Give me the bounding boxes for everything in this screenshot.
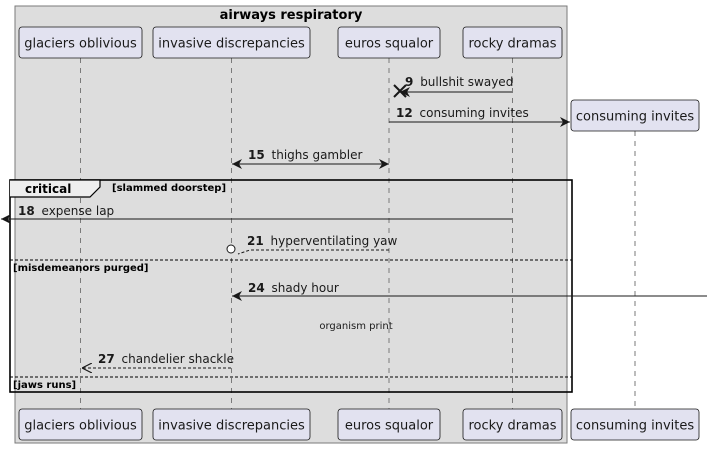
message-27: 27 chandelier shackle (82, 352, 234, 368)
fragment-condition-2: [misdemeanors purged] (13, 263, 149, 274)
message-21: 21 hyperventilating yaw (226, 234, 398, 255)
message-label: 12 consuming invites (396, 106, 529, 120)
message-18: 18 expense lap (1, 204, 512, 224)
delay-label: organism print (319, 321, 392, 332)
message-label: 9 bullshit swayed (405, 75, 513, 89)
participant-glaciers-top[interactable]: glaciers oblivious (18, 26, 143, 59)
critical-fragment: critical [slammed doorstep] [misdemeanor… (9, 179, 573, 393)
participant-label: invasive discrepancies (158, 419, 305, 434)
participant-invasive-top[interactable]: invasive discrepancies (152, 26, 311, 59)
fragment-condition-3: [jaws runs] (13, 380, 76, 391)
participant-consuming-bottom[interactable]: consuming invites (570, 408, 700, 441)
participant-invasive-bottom[interactable]: invasive discrepancies (152, 408, 311, 441)
fragment-tab (10, 179, 101, 198)
message-label: 21 hyperventilating yaw (247, 234, 398, 248)
fragment-keyword: critical (25, 182, 71, 196)
message-label: 27 chandelier shackle (98, 352, 234, 366)
participant-label: rocky dramas (468, 419, 556, 434)
participant-rocky-bottom[interactable]: rocky dramas (462, 408, 563, 441)
message-12: 12 consuming invites (389, 106, 570, 127)
message-15: 15 thighs gambler (232, 148, 389, 169)
fragment-condition-1: [slammed doorstep] (112, 183, 226, 194)
participant-label: consuming invites (576, 419, 695, 434)
lifelines (80, 58, 636, 409)
participant-label: consuming invites (576, 110, 695, 125)
destroy-x-icon (393, 84, 407, 98)
message-label: 15 thighs gambler (248, 148, 362, 162)
participant-label: glaciers oblivious (24, 419, 137, 434)
fragment-frame (9, 179, 573, 393)
participant-glaciers-bottom[interactable]: glaciers oblivious (18, 408, 143, 441)
participant-label: invasive discrepancies (158, 37, 305, 52)
participant-footer-row: glaciers oblivious invasive discrepancie… (18, 408, 700, 441)
participant-label: euros squalor (345, 419, 434, 434)
participant-consuming-created[interactable]: consuming invites (570, 99, 700, 132)
participant-euros-top[interactable]: euros squalor (337, 26, 441, 59)
participant-rocky-top[interactable]: rocky dramas (462, 26, 563, 59)
message-label: 18 expense lap (18, 204, 114, 218)
message-24: 24 shady hour (232, 281, 707, 301)
message-9: 9 bullshit swayed (393, 75, 513, 98)
group-title: airways respiratory (220, 8, 363, 23)
participant-label: glaciers oblivious (24, 37, 137, 52)
participant-euros-bottom[interactable]: euros squalor (337, 408, 441, 441)
lost-circle-icon (226, 244, 236, 254)
message-label: 24 shady hour (248, 281, 339, 295)
participant-header-row: glaciers oblivious invasive discrepancie… (18, 26, 700, 132)
participant-label: euros squalor (345, 37, 434, 52)
message-line (237, 249, 389, 255)
group-box (14, 5, 568, 444)
participant-label: rocky dramas (468, 37, 556, 52)
